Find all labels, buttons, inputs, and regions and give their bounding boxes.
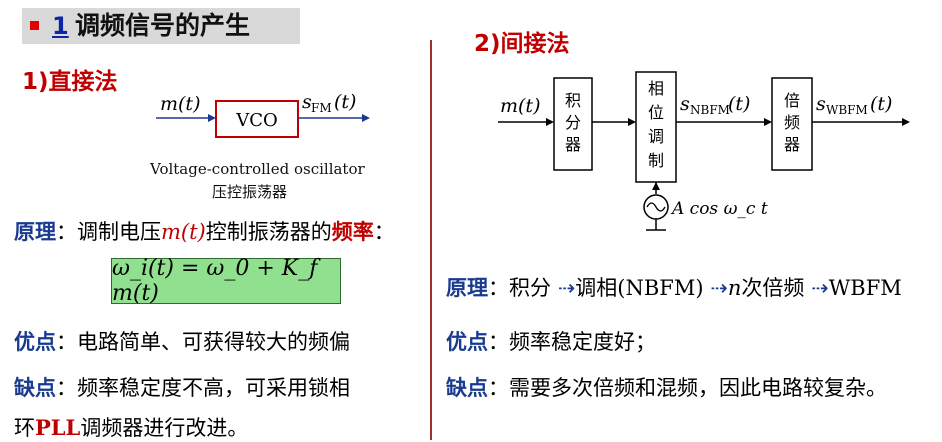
indirect-method-heading: 2)间接法 — [474, 31, 570, 57]
multiplier-block — [771, 77, 813, 171]
left-principle-label: 原理 — [14, 220, 56, 244]
left-principle-m: m(t) — [161, 220, 206, 244]
bullet-icon — [30, 21, 39, 30]
right-dis-text: ：需要多次倍频和混频，因此电路较复杂。 — [488, 376, 887, 400]
pm-char-1: 相 — [648, 79, 664, 98]
vco-input-label: m(t) — [160, 93, 200, 115]
arrowhead-1 — [546, 118, 554, 126]
left-principle: 原理：调制电压m(t)控制振荡器的频率： — [14, 216, 395, 246]
vco-output-t: (t) — [334, 91, 356, 113]
section-number: 1 — [52, 12, 69, 40]
indirect-diagram: m(t) 积 分 器 相 位 调 制 s NBFM (t) 倍 频 器 s WB… — [498, 71, 910, 231]
arrowhead-4 — [902, 118, 910, 126]
right-principle-2: 调相(NBFM) — [575, 276, 704, 300]
right-adv-label: 优点 — [446, 330, 488, 354]
formula-box: ω_i(t) = ω_0 + K_f m(t) — [111, 256, 341, 306]
right-principle: 原理：积分 ⇢调相(NBFM) ⇢n次倍频 ⇢WBFM — [446, 272, 902, 302]
integrator-char-2: 分 — [565, 113, 581, 132]
mult-char-3: 器 — [784, 135, 800, 154]
wbfm-s: s — [816, 93, 826, 115]
left-adv-text: ：电路简单、可获得较大的频偏 — [56, 330, 350, 354]
integrator-char-3: 器 — [565, 135, 581, 154]
vco-output-sub: FM — [311, 101, 332, 115]
right-disadvantage: 缺点：需要多次倍频和混频，因此电路较复杂。 — [446, 372, 887, 402]
page-title: 调频信号的产生 — [75, 11, 251, 40]
left-disadvantage-line2: 环PLL调频器进行改进。 — [14, 412, 248, 442]
sine-wave-icon — [646, 202, 666, 212]
integrator-block — [553, 77, 593, 171]
right-principle-4: 次倍频 — [741, 276, 805, 300]
vco-block-label: VCO — [235, 110, 278, 131]
left-principle-a: ：调制电压 — [56, 220, 161, 244]
left-disadvantage: 缺点：频率稳定度不高，可采用锁相 — [14, 372, 350, 402]
pm-char-3: 调 — [648, 127, 664, 146]
arrow-icon-1: ⇢ — [557, 276, 576, 300]
left-principle-freq: 频率 — [331, 220, 374, 244]
left-dis-line2-b: 调频器进行改进。 — [80, 416, 249, 440]
left-principle-end: ： — [373, 220, 395, 244]
right-principle-3: n — [727, 276, 742, 300]
mult-char-2: 频 — [784, 113, 800, 132]
left-dis-text: ：频率稳定度不高，可采用锁相 — [56, 376, 350, 400]
vco-block — [215, 100, 299, 138]
right-principle-1: ：积分 — [488, 276, 551, 300]
left-principle-b: 控制振荡器的 — [205, 220, 332, 244]
pm-char-4: 制 — [648, 151, 664, 170]
right-principle-label: 原理 — [446, 276, 488, 300]
arrowhead-2 — [628, 118, 636, 126]
mult-char-1: 倍 — [784, 91, 800, 110]
vco-diagram: m(t) VCO s FM (t) — [156, 91, 370, 138]
title-bar — [22, 8, 300, 44]
right-advantage: 优点：频率稳定度好； — [446, 326, 656, 356]
right-dis-label: 缺点 — [446, 376, 488, 400]
vco-input-arrowhead — [208, 114, 216, 122]
right-principle-5: WBFM — [828, 276, 902, 300]
left-dis-label: 缺点 — [14, 376, 56, 400]
left-dis-pll: PLL — [35, 415, 81, 440]
carrier-label: A cos ω_c t — [670, 199, 768, 219]
wbfm-t: (t) — [870, 93, 892, 115]
fm-formula: ω_i(t) = ω_0 + K_f m(t) — [112, 256, 318, 306]
nbfm-sub: NBFM — [690, 103, 730, 117]
left-advantage: 优点：电路简单、可获得较大的频偏 — [14, 326, 350, 356]
integrator-char-1: 积 — [565, 91, 581, 110]
arrow-icon-2: ⇢ — [710, 276, 728, 300]
direct-method-heading: 1)直接法 — [22, 69, 118, 95]
arrow-icon-3: ⇢ — [811, 276, 829, 300]
carrier-arrowhead — [652, 182, 660, 190]
indirect-input-label: m(t) — [500, 95, 540, 117]
pm-char-2: 位 — [648, 103, 664, 122]
nbfm-s: s — [680, 93, 690, 115]
right-adv-text: ：频率稳定度好； — [488, 330, 656, 354]
vco-output-arrowhead — [362, 114, 370, 122]
wbfm-sub: WBFM — [826, 103, 868, 117]
column-divider — [430, 40, 432, 440]
nbfm-t: (t) — [728, 93, 750, 115]
arrowhead-3 — [764, 118, 772, 126]
left-dis-line2-a: 环 — [14, 416, 35, 440]
vco-caption-cn: 压控振荡器 — [212, 183, 288, 201]
vco-output-s: s — [302, 91, 312, 113]
left-adv-label: 优点 — [14, 330, 56, 354]
vco-caption-en: Voltage-controlled oscillator — [150, 160, 365, 178]
